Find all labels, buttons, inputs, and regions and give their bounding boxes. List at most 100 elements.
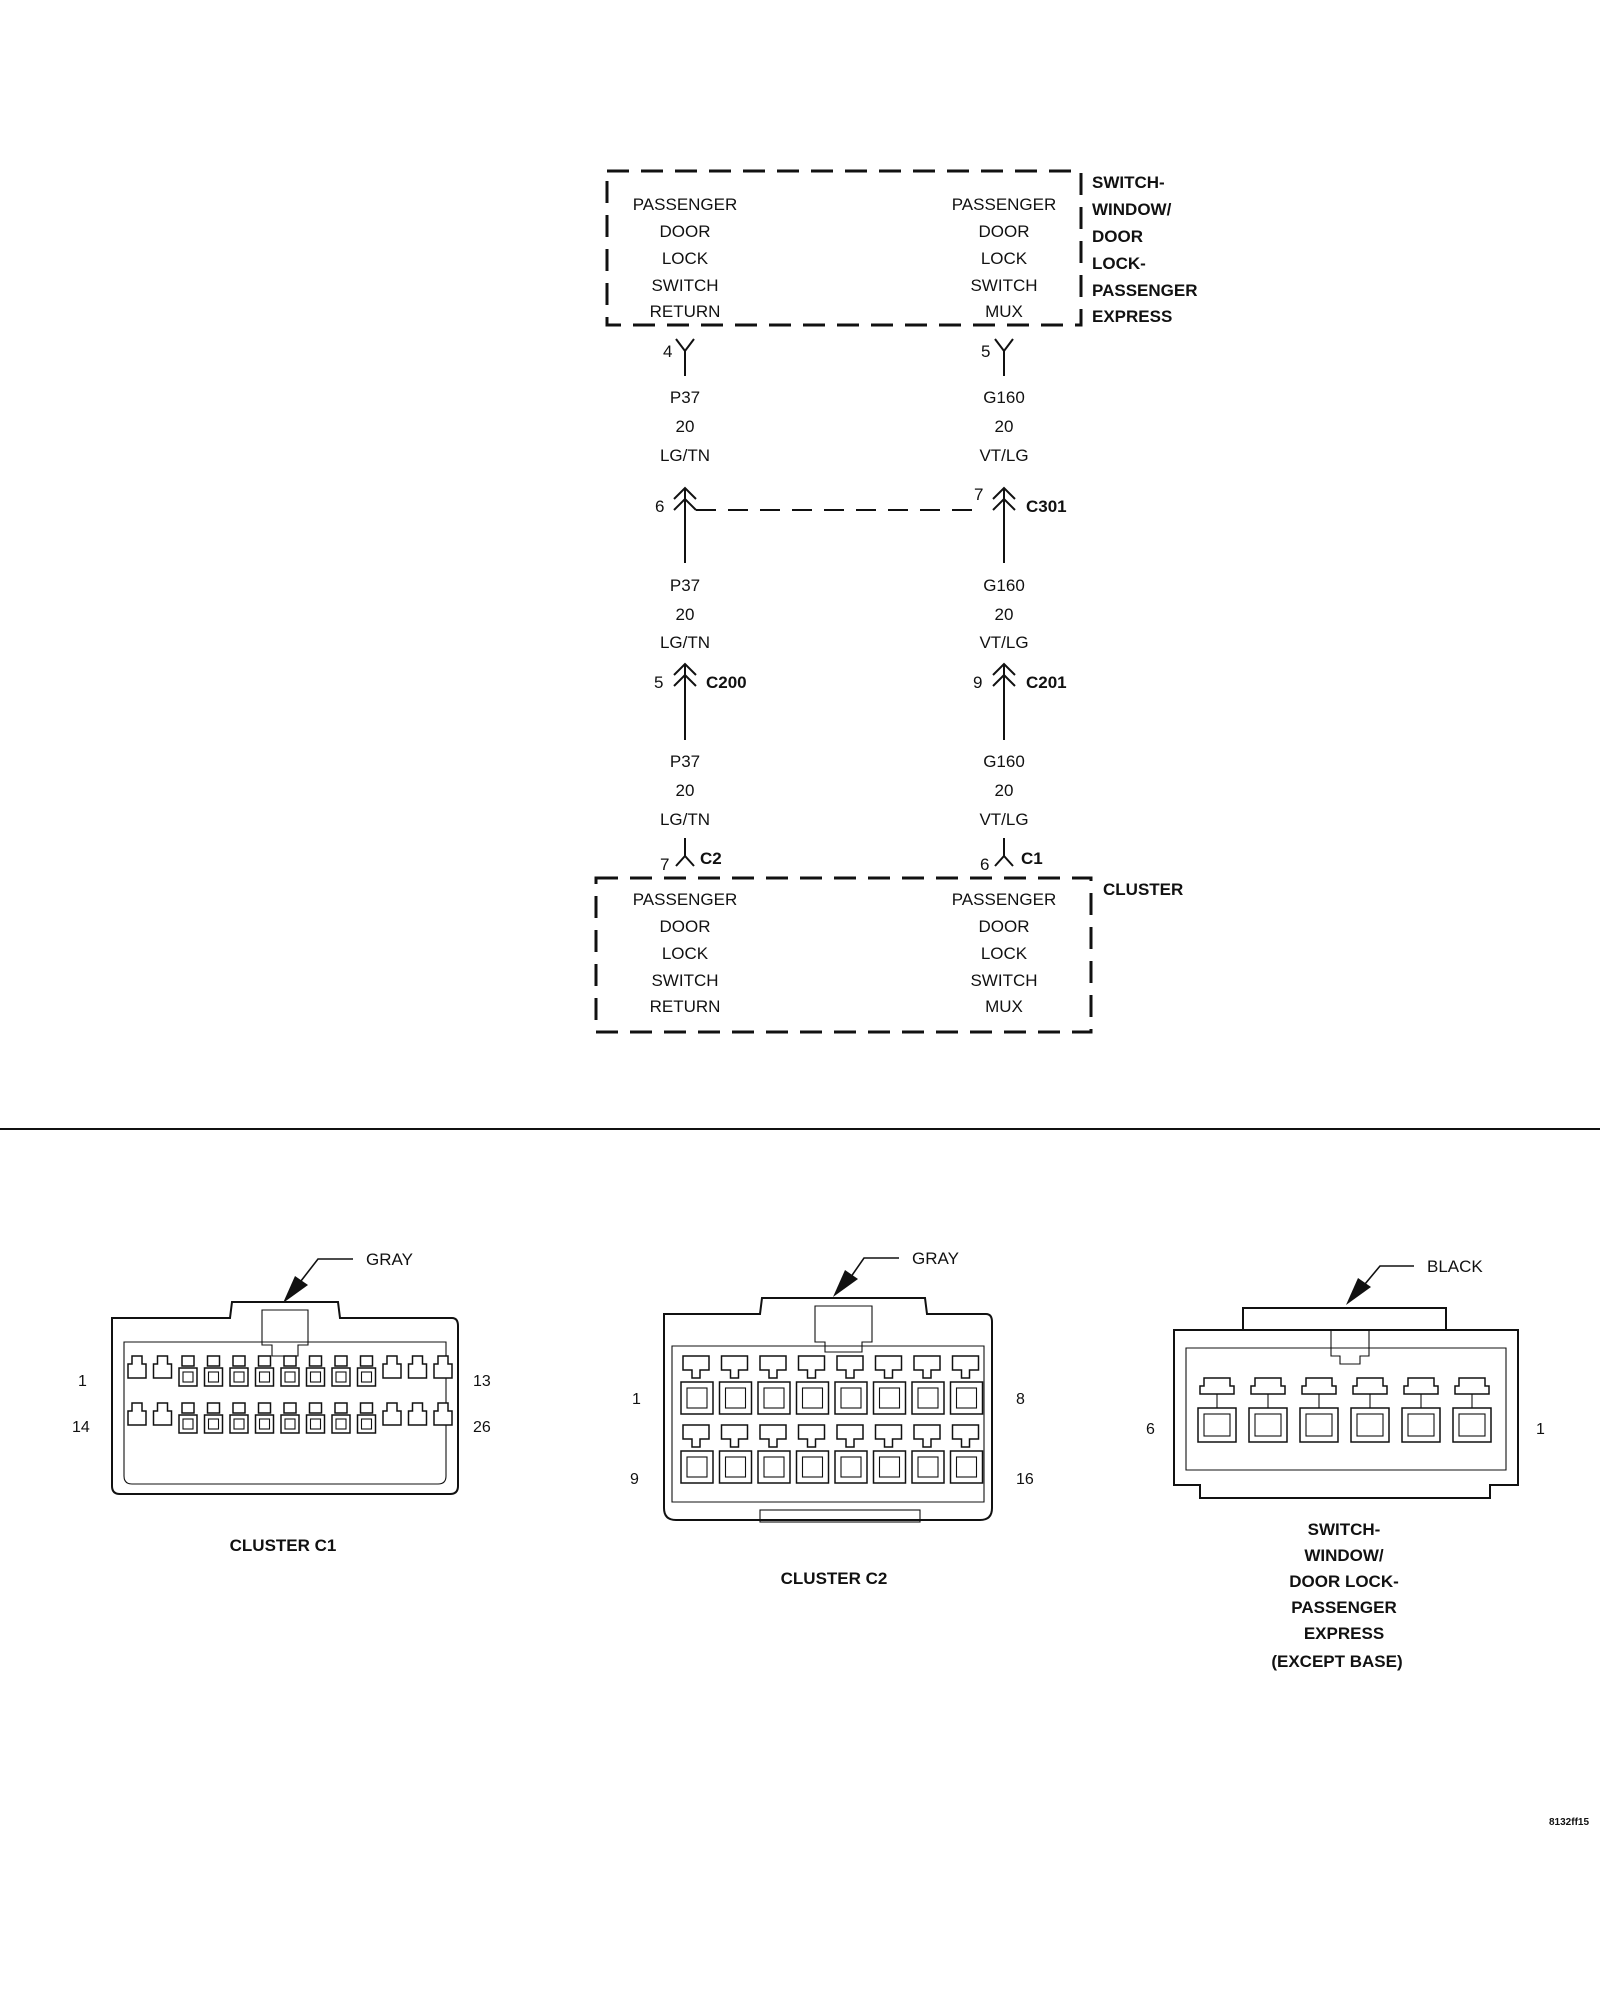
circuit-label-right-2: G160 20 VT/LG	[979, 576, 1028, 652]
cavity	[254, 1402, 275, 1434]
cavity	[254, 1355, 275, 1387]
circuit-label-left-1: P37 20 LG/TN	[660, 388, 710, 465]
cavity	[203, 1355, 224, 1387]
svg-text:SWITCH: SWITCH	[970, 276, 1037, 295]
cavity	[834, 1355, 868, 1415]
figure-id: 8132ff15	[1549, 1817, 1589, 1828]
svg-text:MUX: MUX	[985, 302, 1023, 321]
svg-text:26: 26	[473, 1419, 491, 1436]
svg-text:20: 20	[676, 781, 695, 800]
cavity	[795, 1424, 830, 1484]
cavity	[1248, 1377, 1288, 1443]
svg-text:5: 5	[654, 673, 663, 692]
connector-view-cluster-c1: GRAY 1 13 14 26 CLUSTER C1	[72, 1250, 491, 1555]
svg-text:SWITCH: SWITCH	[651, 971, 718, 990]
component-boundary	[594, 876, 1093, 1034]
svg-text:LOCK: LOCK	[981, 944, 1028, 963]
cavity	[382, 1402, 402, 1426]
circuit-label-left-3: P37 20 LG/TN	[660, 752, 710, 829]
cavity	[911, 1424, 945, 1484]
cavity	[718, 1424, 753, 1484]
svg-text:5: 5	[981, 342, 990, 361]
svg-text:1: 1	[78, 1373, 87, 1390]
svg-text:14: 14	[72, 1419, 90, 1436]
svg-text:DOOR: DOOR	[660, 222, 711, 241]
svg-text:WINDOW/: WINDOW/	[1092, 200, 1172, 219]
cavity	[911, 1355, 945, 1415]
svg-text:9: 9	[973, 673, 982, 692]
cavity	[949, 1424, 984, 1484]
svg-text:PASSENGER: PASSENGER	[1291, 1598, 1397, 1617]
cavity	[433, 1355, 453, 1379]
pin-description-mux: PASSENGER DOOR LOCK SWITCH MUX	[952, 195, 1057, 321]
svg-text:VT/LG: VT/LG	[979, 810, 1028, 829]
svg-text:7: 7	[974, 485, 983, 504]
color-callout: GRAY	[283, 1250, 413, 1303]
connector-latch	[1242, 1307, 1447, 1331]
cavity	[757, 1355, 791, 1415]
svg-text:G160: G160	[983, 388, 1025, 407]
pin-description-return: PASSENGER DOOR LOCK SWITCH RETURN	[633, 890, 738, 1016]
svg-text:CLUSTER C2: CLUSTER C2	[781, 1569, 888, 1588]
svg-text:6: 6	[1146, 1421, 1155, 1438]
cavity	[872, 1355, 907, 1415]
circuit-label-right-1: G160 20 VT/LG	[979, 388, 1028, 465]
svg-text:13: 13	[473, 1373, 491, 1390]
svg-text:DOOR LOCK-: DOOR LOCK-	[1289, 1572, 1399, 1591]
svg-text:DOOR: DOOR	[1092, 227, 1143, 246]
svg-text:SWITCH-: SWITCH-	[1092, 173, 1165, 192]
svg-text:EXPRESS: EXPRESS	[1304, 1624, 1384, 1643]
connector-housing	[111, 1301, 459, 1495]
cavity	[152, 1402, 173, 1426]
svg-text:SWITCH-: SWITCH-	[1308, 1520, 1381, 1539]
cavity	[834, 1424, 868, 1484]
svg-text:G160: G160	[983, 752, 1025, 771]
cavity	[949, 1355, 984, 1415]
cavity	[795, 1355, 830, 1415]
svg-text:LOCK: LOCK	[662, 249, 709, 268]
svg-text:MUX: MUX	[985, 997, 1023, 1016]
svg-text:EXPRESS: EXPRESS	[1092, 307, 1172, 326]
svg-text:PASSENGER: PASSENGER	[1092, 281, 1198, 300]
terminal-cavities	[127, 1355, 453, 1434]
svg-text:4: 4	[663, 342, 672, 361]
svg-text:C200: C200	[706, 673, 747, 692]
svg-text:C201: C201	[1026, 673, 1067, 692]
svg-text:DOOR: DOOR	[979, 222, 1030, 241]
pin-terminal-right-top: 5	[981, 338, 1014, 376]
svg-text:RETURN: RETURN	[650, 997, 721, 1016]
cavity	[1299, 1377, 1339, 1443]
svg-text:PASSENGER: PASSENGER	[633, 890, 738, 909]
cavity	[680, 1355, 714, 1415]
svg-text:LG/TN: LG/TN	[660, 810, 710, 829]
circuit-label-left-2: P37 20 LG/TN	[660, 576, 710, 652]
component-boundary	[605, 169, 1083, 327]
component-name-label: SWITCH- WINDOW/ DOOR LOCK- PASSENGER EXP…	[1092, 173, 1198, 326]
svg-text:GRAY: GRAY	[366, 1250, 413, 1269]
switch-window-door-lock-component: SWITCH- WINDOW/ DOOR LOCK- PASSENGER EXP…	[605, 169, 1198, 327]
cavity	[872, 1424, 907, 1484]
svg-text:DOOR: DOOR	[660, 917, 711, 936]
svg-text:PASSENGER: PASSENGER	[633, 195, 738, 214]
svg-text:1: 1	[632, 1391, 641, 1408]
svg-text:1: 1	[1536, 1421, 1545, 1438]
svg-text:8: 8	[1016, 1391, 1025, 1408]
svg-text:VT/LG: VT/LG	[979, 633, 1028, 652]
cavity	[680, 1424, 714, 1484]
svg-text:C301: C301	[1026, 497, 1067, 516]
pin-terminal-left-top: 4	[663, 338, 695, 376]
svg-text:P37: P37	[670, 752, 700, 771]
cavity	[203, 1402, 224, 1434]
pin-description-mux: PASSENGER DOOR LOCK SWITCH MUX	[952, 890, 1057, 1016]
svg-text:7: 7	[660, 855, 669, 874]
svg-text:WINDOW/: WINDOW/	[1304, 1546, 1384, 1565]
color-callout: BLACK	[1346, 1257, 1483, 1305]
cavity	[127, 1402, 147, 1426]
svg-text:DOOR: DOOR	[979, 917, 1030, 936]
cavity	[407, 1355, 428, 1379]
component-name-label: CLUSTER	[1103, 880, 1183, 899]
cavity	[718, 1355, 753, 1415]
cavity	[229, 1402, 249, 1434]
svg-text:20: 20	[995, 605, 1014, 624]
